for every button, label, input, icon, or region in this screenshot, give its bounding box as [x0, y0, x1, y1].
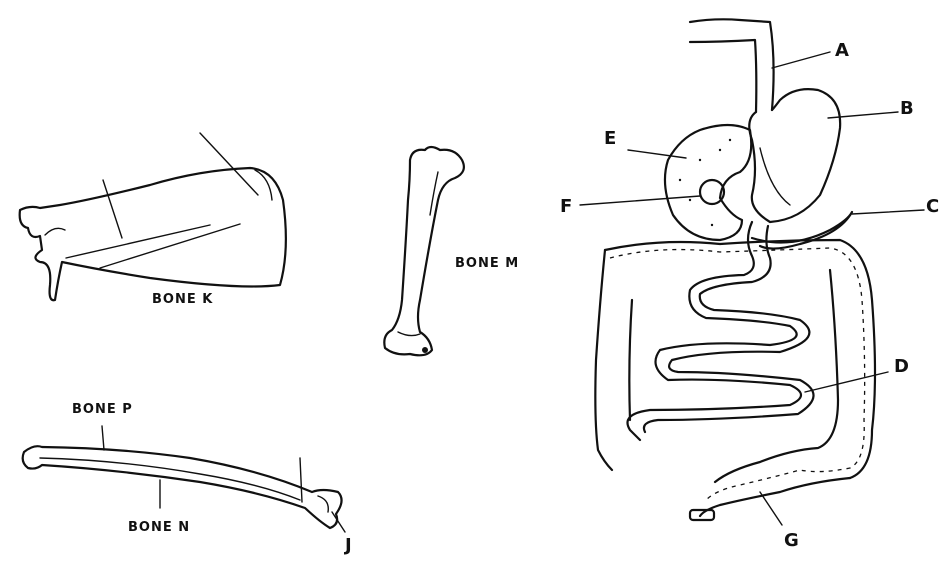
label-b: B — [900, 98, 914, 119]
label-e: E — [604, 128, 616, 149]
label-bone-p: BONE P — [72, 402, 133, 417]
bone-np-drawing — [23, 426, 345, 532]
label-f: F — [560, 196, 572, 217]
label-d: D — [894, 356, 909, 377]
label-bone-m: BONE M — [455, 256, 519, 271]
bone-m-drawing — [384, 147, 464, 355]
label-bone-n: BONE N — [128, 520, 190, 535]
label-bone-k: BONE K — [152, 292, 213, 307]
label-a: A — [835, 40, 849, 61]
label-c: C — [926, 196, 939, 217]
label-g: G — [784, 530, 799, 551]
label-j: J — [345, 535, 352, 556]
digestive-system-drawing — [580, 19, 924, 525]
bone-k-drawing — [20, 133, 286, 300]
